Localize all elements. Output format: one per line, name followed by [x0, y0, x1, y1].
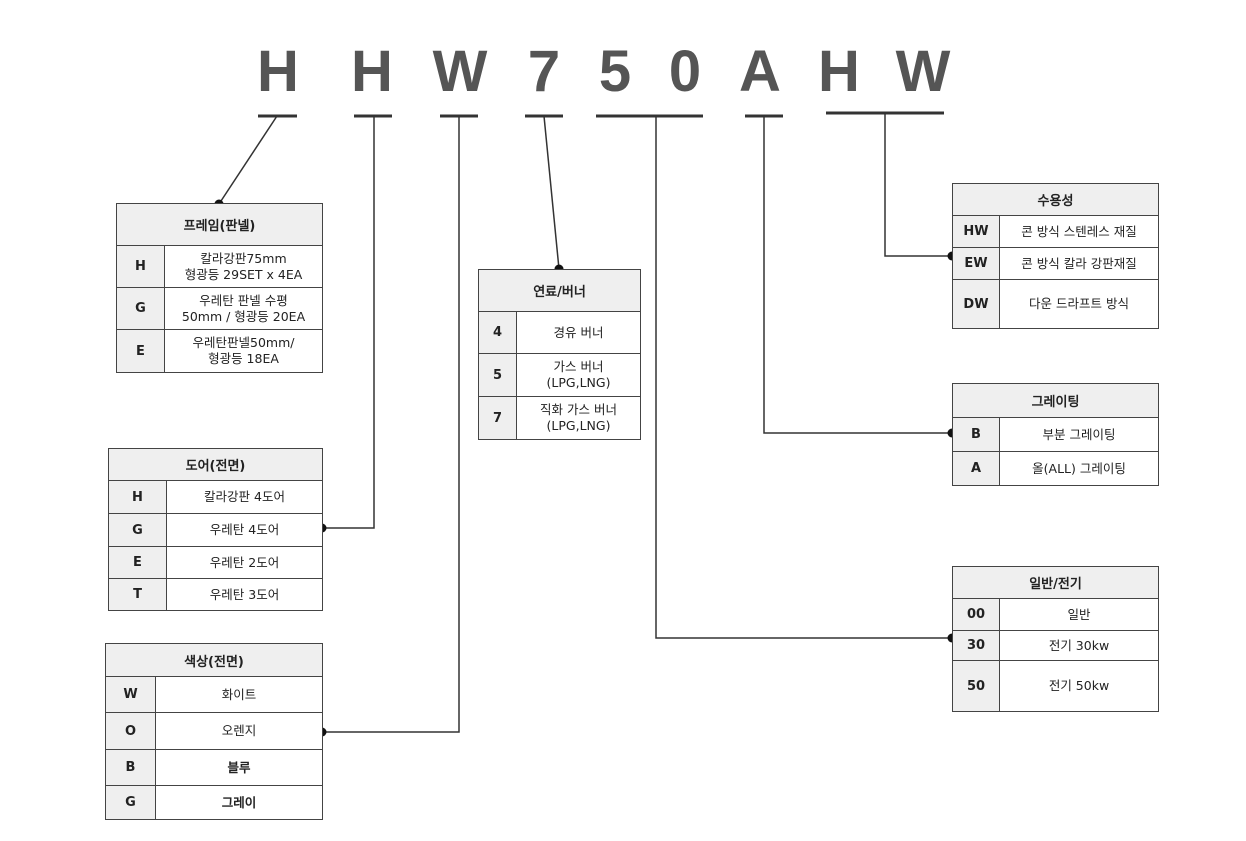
table-row: G 우레탄 판넬 수평 50mm / 형광등 20EA [117, 288, 322, 330]
power-table-title: 일반/전기 [953, 567, 1158, 599]
row-key: 4 [479, 312, 517, 353]
row-key: E [117, 330, 165, 372]
power-table: 일반/전기 00 일반 30 전기 30kw 50 전기 50kw [952, 566, 1159, 712]
row-value: 부분 그레이팅 [1042, 426, 1116, 442]
table-row: B 블루 [106, 750, 322, 786]
code-char-color: W [432, 39, 488, 104]
row-key: G [106, 786, 156, 819]
frame-table: 프레임(판넬) H 칼라강판75mm 형광등 29SET x 4EA G 우레탄… [116, 203, 323, 373]
table-row: 4 경유 버너 [479, 312, 640, 354]
door-table-title: 도어(전면) [109, 449, 322, 481]
capacity-table-title: 수용성 [953, 184, 1158, 216]
row-value: 경유 버너 [553, 324, 604, 340]
code-char-frame: H [257, 39, 299, 104]
table-row: 30 전기 30kw [953, 631, 1158, 661]
table-row: 5 가스 버너 (LPG,LNG) [479, 354, 640, 397]
row-key: DW [953, 280, 1000, 328]
row-value: 오렌지 [221, 723, 257, 738]
fuel-table-title: 연료/버너 [479, 270, 640, 312]
row-value: 우레탄판넬50mm/ 형광등 18EA [192, 335, 295, 366]
row-value: 콘 방식 스텐레스 재질 [1021, 223, 1137, 239]
row-value: 칼라강판 4도어 [204, 489, 285, 504]
connector-color [322, 116, 460, 733]
code-char-door: H [351, 39, 393, 104]
table-row: E 우레탄 2도어 [109, 547, 322, 579]
door-table: 도어(전면) H 칼라강판 4도어 G 우레탄 4도어 E 우레탄 2도어 T … [108, 448, 323, 611]
table-row: DW 다운 드라프트 방식 [953, 280, 1158, 328]
row-key: B [953, 418, 1000, 451]
row-value: 블루 [227, 759, 251, 775]
table-row: 50 전기 50kw [953, 661, 1158, 711]
row-value: 우레탄 판넬 수평 50mm / 형광등 20EA [181, 292, 306, 324]
code-char-capacity-1: H [818, 39, 860, 104]
row-value: 우레탄 3도어 [209, 586, 280, 602]
table-row: T 우레탄 3도어 [109, 579, 322, 610]
row-key: A [953, 452, 1000, 485]
connector-door [322, 116, 375, 529]
table-row: G 그레이 [106, 786, 322, 819]
row-value: 전기 50kw [1048, 678, 1110, 693]
row-key: T [109, 579, 167, 610]
capacity-table: 수용성 HW 콘 방식 스텐레스 재질 EW 콘 방식 칼라 강판재질 DW 다… [952, 183, 1159, 329]
row-key: 30 [953, 631, 1000, 660]
row-key: HW [953, 216, 1000, 247]
row-value: 우레탄 4도어 [209, 522, 280, 537]
row-key: 50 [953, 661, 1000, 711]
connector-fuel [543, 115, 560, 270]
row-value: 화이트 [221, 686, 257, 702]
table-row: G 우레탄 4도어 [109, 514, 322, 547]
color-table-title: 색상(전면) [106, 644, 322, 677]
row-value: 콘 방식 칼라 강판재질 [1021, 255, 1137, 271]
table-row: HW 콘 방식 스텐레스 재질 [953, 216, 1158, 248]
row-key: W [106, 677, 156, 712]
connector-capacity [884, 113, 952, 257]
row-value: 전기 30kw [1048, 637, 1110, 653]
fuel-table: 연료/버너 4 경유 버너 5 가스 버너 (LPG,LNG) 7 직화 가스 … [478, 269, 641, 440]
row-value: 우레탄 2도어 [209, 554, 280, 570]
row-value: 다운 드라프트 방식 [1029, 296, 1129, 311]
code-char-fuel: 7 [527, 39, 561, 104]
row-key: 00 [953, 599, 1000, 630]
connector-frame [218, 115, 278, 205]
row-value: 일반 [1067, 606, 1091, 622]
table-row: EW 콘 방식 칼라 강판재질 [953, 248, 1158, 280]
table-row: H 칼라강판75mm 형광등 29SET x 4EA [117, 246, 322, 288]
row-value: 올(ALL) 그레이팅 [1032, 460, 1126, 476]
table-row: 7 직화 가스 버너 (LPG,LNG) [479, 397, 640, 439]
row-key: B [106, 750, 156, 785]
row-key: EW [953, 248, 1000, 279]
row-key: G [109, 514, 167, 546]
row-value: 칼라강판75mm 형광등 29SET x 4EA [184, 250, 303, 282]
code-char-grating: A [739, 39, 781, 104]
table-row: O 오렌지 [106, 713, 322, 750]
grating-table: 그레이팅 B 부분 그레이팅 A 올(ALL) 그레이팅 [952, 383, 1159, 486]
row-value: 그레이 [221, 794, 257, 810]
grating-table-title: 그레이팅 [953, 384, 1158, 418]
row-key: H [109, 481, 167, 513]
table-row: H 칼라강판 4도어 [109, 481, 322, 514]
color-table: 색상(전면) W 화이트 O 오렌지 B 블루 G 그레이 [105, 643, 323, 820]
code-char-power-2: 0 [668, 39, 702, 104]
connector-power [655, 116, 952, 639]
row-key: E [109, 547, 167, 578]
connector-grating [763, 116, 952, 434]
row-key: H [117, 246, 165, 287]
table-row: E 우레탄판넬50mm/ 형광등 18EA [117, 330, 322, 372]
table-row: W 화이트 [106, 677, 322, 713]
code-char-power-1: 5 [598, 39, 632, 104]
row-key: G [117, 288, 165, 329]
row-key: 5 [479, 354, 517, 396]
frame-table-title: 프레임(판넬) [117, 204, 322, 246]
code-char-capacity-2: W [895, 39, 951, 104]
row-value: 가스 버너 (LPG,LNG) [546, 359, 611, 390]
table-row: 00 일반 [953, 599, 1158, 631]
row-key: O [106, 713, 156, 749]
table-row: A 올(ALL) 그레이팅 [953, 452, 1158, 485]
table-row: B 부분 그레이팅 [953, 418, 1158, 452]
row-value: 직화 가스 버너 (LPG,LNG) [540, 402, 617, 433]
row-key: 7 [479, 397, 517, 439]
